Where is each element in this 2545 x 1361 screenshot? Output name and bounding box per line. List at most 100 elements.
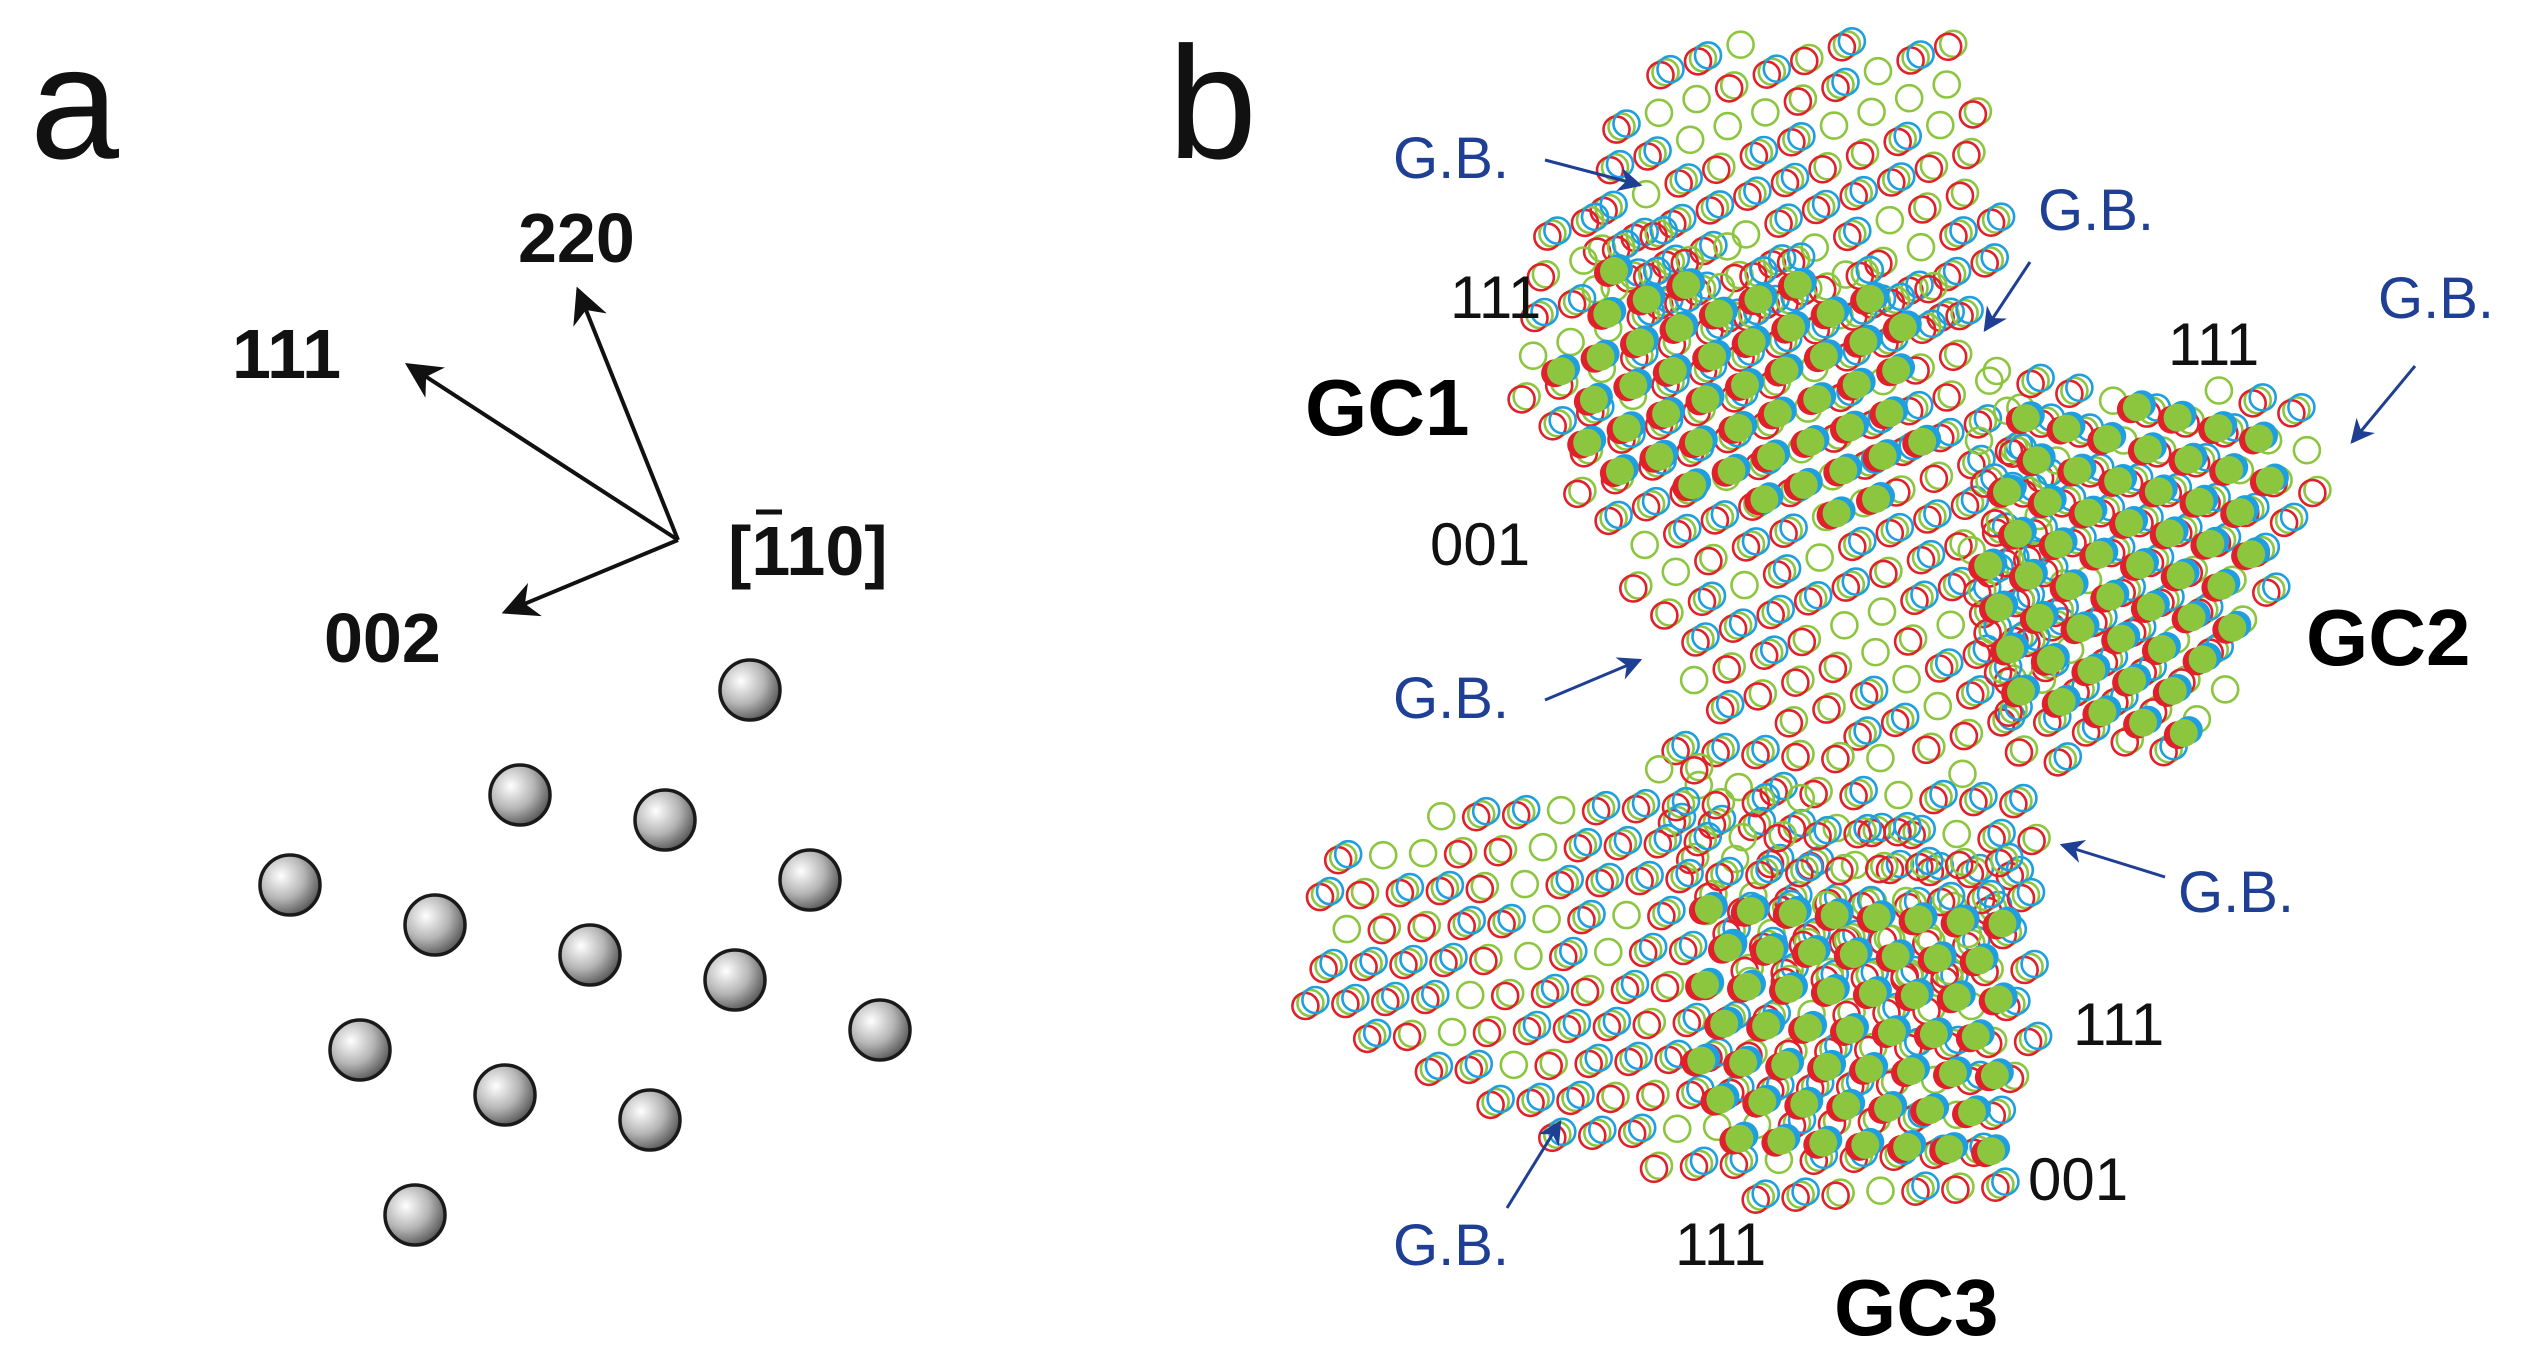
atom-column-filled bbox=[2226, 498, 2255, 527]
atom-column-open bbox=[1437, 1017, 1467, 1047]
atom-column-filled bbox=[2011, 404, 2040, 433]
atom-column-filled bbox=[1717, 456, 1746, 485]
atom-column-open bbox=[1392, 1022, 1422, 1052]
atom-column-open bbox=[1495, 978, 1525, 1008]
atom-column-filled bbox=[1984, 985, 2013, 1014]
atom-column-open bbox=[1631, 179, 1661, 209]
atom-column-filled bbox=[1767, 1126, 1796, 1155]
atom-column-open bbox=[1717, 652, 1746, 681]
atom-column-open bbox=[1936, 610, 1965, 640]
atom-column-open bbox=[2023, 1021, 2053, 1051]
atom-column-open bbox=[1848, 526, 1877, 556]
atom-column-filled bbox=[1977, 1137, 2006, 1166]
atom-column-open bbox=[1675, 858, 1704, 888]
atom-column-open bbox=[1673, 513, 1702, 543]
atom-column-open bbox=[1950, 298, 1979, 328]
atom-column-filled bbox=[1904, 905, 1933, 934]
atom-column-filled bbox=[1750, 485, 1779, 514]
atom-column-open bbox=[1848, 719, 1877, 748]
atom-column-open bbox=[1968, 407, 1998, 436]
atom-column-filled bbox=[1882, 356, 1911, 385]
atom-column-open bbox=[1702, 155, 1731, 185]
atom-column-open bbox=[1798, 583, 1828, 613]
atom-column-open bbox=[1670, 861, 1699, 891]
atom-column-open bbox=[1532, 904, 1561, 934]
atom-column-open bbox=[1702, 807, 1732, 837]
atom-column-open bbox=[2282, 395, 2311, 425]
atom-column-open bbox=[1354, 949, 1383, 979]
atom-column-open bbox=[1751, 782, 1781, 812]
atom-column-open bbox=[2257, 575, 2286, 605]
atom-column-open bbox=[1643, 136, 1672, 165]
atom-column-open bbox=[1397, 1019, 1427, 1049]
atom-column-filled bbox=[1939, 1059, 1967, 1088]
atom-column-open bbox=[1919, 271, 1948, 301]
grain-label-gc3: GC3 bbox=[1834, 1263, 1999, 1352]
atom-column-open bbox=[1464, 1049, 1494, 1079]
atom-column-open bbox=[1762, 54, 1792, 83]
atom-column-open bbox=[1562, 286, 1592, 316]
atom-column-open bbox=[1767, 557, 1797, 586]
atom-column-open bbox=[1699, 230, 1728, 260]
atom-column-open bbox=[1630, 530, 1659, 560]
atom-column-open bbox=[1693, 821, 1723, 851]
atom-column-filled bbox=[1822, 499, 1851, 528]
atom-column-map bbox=[1291, 26, 2332, 1214]
atom-column-open bbox=[1548, 405, 1577, 435]
atom-column-filled bbox=[1855, 1055, 1884, 1083]
atom-column-open bbox=[1631, 788, 1661, 818]
atom-column-open bbox=[1691, 622, 1720, 651]
atom-column-open bbox=[1898, 624, 1928, 653]
atom-column-open bbox=[1619, 1044, 1648, 1074]
atom-column-open bbox=[1854, 678, 1884, 708]
atom-column-open bbox=[1521, 1085, 1550, 1115]
atom-column-open bbox=[1932, 70, 1961, 99]
atom-column-open bbox=[1808, 155, 1837, 184]
atom-column-filled bbox=[1923, 944, 1952, 973]
atom-column-open bbox=[2204, 376, 2234, 405]
atom-column-open bbox=[1700, 193, 1730, 222]
atom-column-open bbox=[1905, 583, 1934, 613]
atom-column-open bbox=[1890, 702, 1920, 732]
atom-column-open bbox=[1534, 1051, 1563, 1081]
atom-column-open bbox=[1648, 826, 1678, 856]
atom-column-open bbox=[2248, 383, 2277, 412]
atom-column-filled bbox=[1862, 485, 1890, 513]
atom-column-open bbox=[1635, 860, 1664, 890]
sphere-icon bbox=[778, 848, 842, 912]
atom-column-filled bbox=[2077, 656, 2106, 685]
atom-column-open bbox=[1982, 356, 2012, 386]
atom-column-open bbox=[1381, 981, 1410, 1011]
atom-column-open bbox=[1372, 912, 1402, 942]
atom-column-filled bbox=[1974, 551, 2003, 580]
atom-column-open bbox=[1731, 220, 1761, 249]
atom-column-open bbox=[1942, 819, 1971, 849]
atom-column-filled bbox=[1816, 977, 1845, 1005]
atom-column-filled bbox=[2237, 540, 2266, 569]
atom-column-open bbox=[1790, 855, 1819, 885]
atom-column-open bbox=[1915, 846, 1944, 876]
atom-column-open bbox=[1893, 121, 1922, 151]
vector-111-arrow-icon bbox=[404, 363, 680, 542]
atom-column-open bbox=[1679, 665, 1709, 695]
atom-column-open bbox=[1751, 98, 1780, 127]
atom-column-filled bbox=[1849, 327, 1878, 356]
atom-column-open bbox=[1783, 87, 1813, 116]
atom-column-open bbox=[1880, 852, 1910, 882]
atom-column-open bbox=[1357, 1021, 1387, 1051]
gb-label-3: G.B. bbox=[2378, 266, 2494, 331]
atom-column-open bbox=[1624, 571, 1653, 600]
atom-column-open bbox=[1971, 882, 2001, 912]
atom-column-open bbox=[1465, 874, 1495, 904]
atom-column-filled bbox=[1965, 946, 1994, 975]
atom-column-open bbox=[1613, 825, 1643, 855]
atom-column-filled bbox=[1900, 981, 1929, 1010]
atom-column-filled bbox=[2093, 425, 2122, 453]
atom-column-open bbox=[1929, 779, 1958, 809]
atom-column-open bbox=[1526, 262, 1556, 292]
atom-column-open bbox=[1693, 41, 1723, 70]
atom-column-filled bbox=[1586, 342, 1615, 371]
atom-column-open bbox=[1673, 933, 1703, 963]
gb-arrow-1-arrow-icon bbox=[1544, 158, 1643, 192]
atom-column-filled bbox=[1626, 328, 1654, 357]
